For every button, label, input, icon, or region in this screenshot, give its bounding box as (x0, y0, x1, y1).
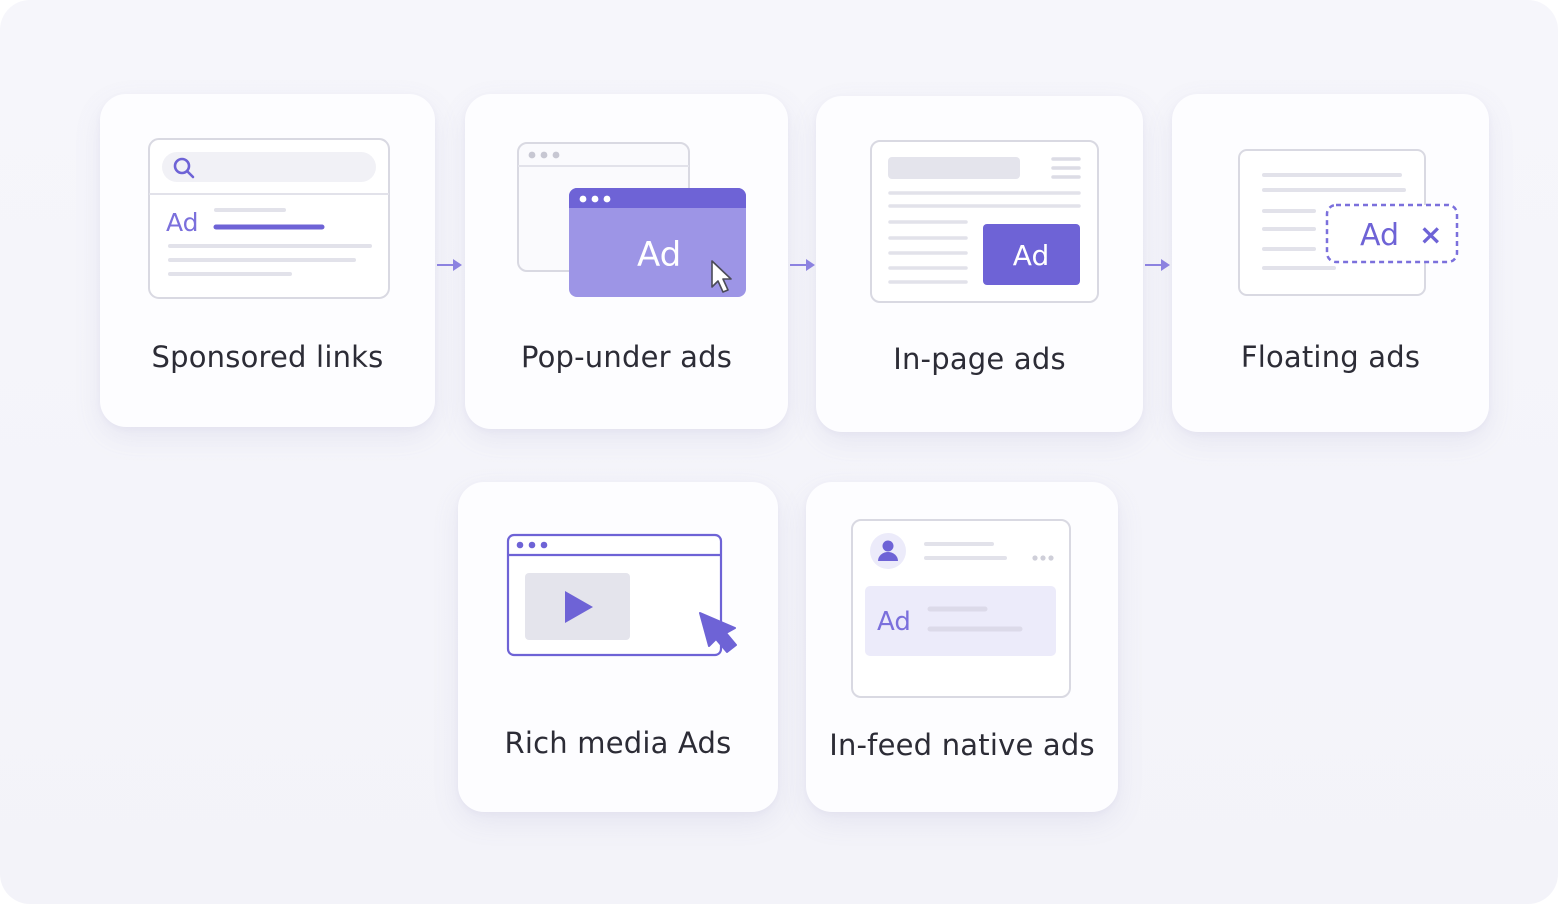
card-pop-under-ads: Ad Pop-under ads (465, 94, 788, 429)
search-icon (173, 157, 195, 179)
ad-label: Ad (166, 208, 199, 237)
ad-label: Ad (1360, 218, 1399, 253)
arrow-right-icon (1145, 259, 1170, 271)
ad-label: Ad (637, 235, 681, 275)
card-label-floating-ads: Floating ads (1240, 340, 1421, 374)
ad-label: Ad (877, 607, 911, 637)
card-in-page-ads: Ad In-page ads (816, 96, 1143, 432)
floating-ads-illustration: Ad × (1238, 149, 1459, 296)
close-icon: × (1419, 218, 1442, 251)
card-in-feed-native-ads: Ad In-feed native ads (806, 482, 1118, 812)
card-floating-ads: Ad × Floating ads (1172, 94, 1489, 432)
in-page-illustration: Ad (870, 140, 1099, 303)
card-label-rich-media-ads: Rich media Ads (504, 726, 732, 760)
cursor-icon (699, 612, 737, 653)
play-icon (565, 591, 593, 623)
card-sponsored-links: Ad Sponsored links (100, 94, 435, 427)
sponsored-links-illustration: Ad (148, 138, 390, 299)
arrow-right-icon (437, 259, 462, 271)
card-label-in-feed-native-ads: In-feed native ads (829, 728, 1095, 762)
in-feed-illustration: Ad (851, 519, 1071, 698)
cursor-icon (711, 260, 732, 293)
card-label-pop-under-ads: Pop-under ads (520, 340, 733, 374)
user-avatar-icon (870, 533, 906, 569)
rich-media-illustration (506, 533, 737, 657)
arrow-right-icon (790, 259, 815, 271)
card-label-sponsored-links: Sponsored links (151, 340, 384, 374)
card-label-in-page-ads: In-page ads (893, 342, 1066, 376)
ad-label: Ad (1013, 239, 1049, 272)
card-rich-media-ads: Rich media Ads (458, 482, 778, 812)
more-dots-icon (1032, 555, 1054, 561)
pop-under-illustration: Ad (517, 142, 746, 297)
menu-icon (1051, 157, 1081, 179)
